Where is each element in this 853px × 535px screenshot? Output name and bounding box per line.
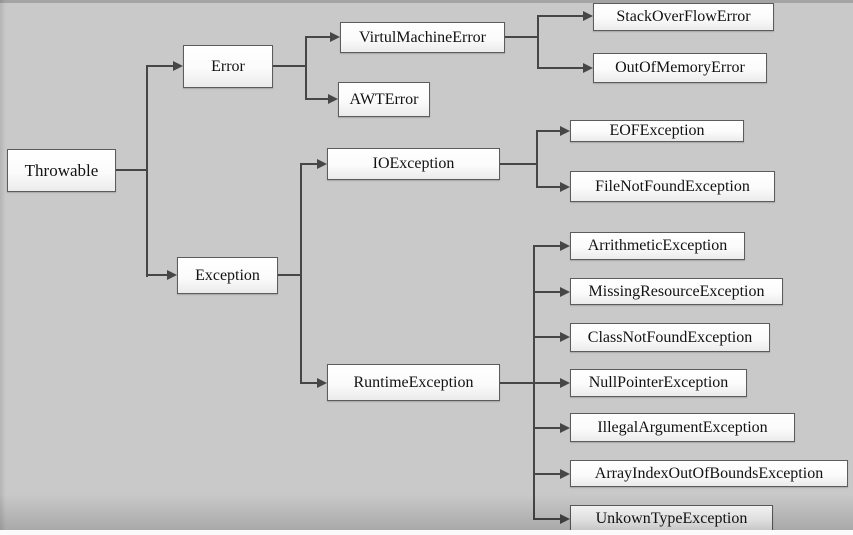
- node-exception: Exception: [177, 257, 278, 294]
- arrowhead-nullpointerexception: [560, 378, 570, 388]
- node-stackoverflowerror: StackOverFlowError: [593, 3, 774, 31]
- connector-throwable-split: [146, 65, 148, 277]
- connector-vme-split: [537, 15, 539, 69]
- arrowhead-error: [173, 61, 183, 71]
- connector-runtimeexception-out: [500, 382, 561, 384]
- arrowhead-outofmemoryerror: [583, 63, 593, 73]
- top-edge-shadow: [0, 0, 853, 3]
- node-awterror: AWTError: [338, 82, 430, 117]
- connector-runtime-split: [533, 245, 535, 520]
- connector-error-in: [146, 65, 174, 67]
- arrowhead-virtulmachineerror: [330, 32, 340, 42]
- arrowhead-arrithmeticexception: [560, 241, 570, 251]
- connector-awterror-in: [305, 98, 329, 100]
- connector-oome-in: [537, 67, 584, 69]
- node-ioexception: IOException: [327, 148, 500, 180]
- arrowhead-unkowntypeexception: [560, 514, 570, 524]
- connector-vme-in: [305, 36, 331, 38]
- connector-ioexception-in: [300, 163, 318, 165]
- node-runtimeexception: RuntimeException: [327, 364, 500, 401]
- node-unkowntypeexception: UnkownTypeException: [570, 505, 773, 533]
- arrowhead-awterror: [328, 94, 338, 104]
- arrowhead-filenotfoundexception: [560, 182, 570, 192]
- node-error: Error: [183, 45, 273, 88]
- arrowhead-runtimeexception: [317, 378, 327, 388]
- arrowhead-missingresourceexception: [560, 287, 570, 297]
- node-arrithmeticexception: ArrithmeticException: [570, 232, 745, 260]
- arrowhead-classnotfoundexception: [560, 332, 570, 342]
- bottom-white-strip: [0, 530, 853, 535]
- connector-missingresource-in: [533, 291, 561, 293]
- node-arrayindexoutofboundsexception: ArrayIndexOutOfBoundsException: [570, 460, 848, 487]
- connector-fnf-in: [536, 186, 561, 188]
- node-missingresourceexception: MissingResourceException: [570, 278, 783, 305]
- connector-unkowntype-in: [533, 518, 561, 520]
- arrowhead-stackoverflowerror: [583, 11, 593, 21]
- node-classnotfoundexception: ClassNotFoundException: [570, 323, 770, 352]
- connector-classnotfound-in: [533, 336, 561, 338]
- node-throwable: Throwable: [7, 149, 116, 192]
- arrowhead-illegalargumentexception: [560, 423, 570, 433]
- connector-ioexception-out: [500, 163, 538, 165]
- node-nullpointerexception: NullPointerException: [570, 369, 747, 397]
- arrowhead-eofexception: [560, 126, 570, 136]
- connector-sofe-in: [537, 15, 584, 17]
- node-illegalargumentexception: IllegalArgumentException: [570, 413, 795, 442]
- connector-exception-out: [278, 274, 302, 276]
- connector-eof-in: [536, 130, 561, 132]
- connector-error-split: [305, 36, 307, 100]
- node-filenotfoundexception: FileNotFoundException: [570, 171, 775, 202]
- connector-throwable-out: [116, 169, 147, 171]
- arrowhead-arrayindexoutofboundsexception: [560, 469, 570, 479]
- connector-illegalargument-in: [533, 427, 561, 429]
- left-edge-shadow: [0, 0, 6, 535]
- arrowhead-exception: [167, 270, 177, 280]
- node-virtulmachineerror: VirtulMachineError: [340, 22, 505, 53]
- connector-runtimeexception-in: [300, 382, 318, 384]
- connector-error-out: [273, 65, 307, 67]
- node-eofexception: EOFException: [570, 120, 744, 142]
- connector-ioexception-split: [536, 130, 538, 188]
- connector-arrayindex-in: [533, 473, 561, 475]
- connector-vme-out: [505, 36, 539, 38]
- arrowhead-ioexception: [317, 159, 327, 169]
- connector-exception-split: [300, 163, 302, 384]
- connector-arrithmetic-in: [533, 245, 561, 247]
- node-outofmemoryerror: OutOfMemoryError: [593, 53, 767, 83]
- connector-exception-in: [146, 274, 168, 276]
